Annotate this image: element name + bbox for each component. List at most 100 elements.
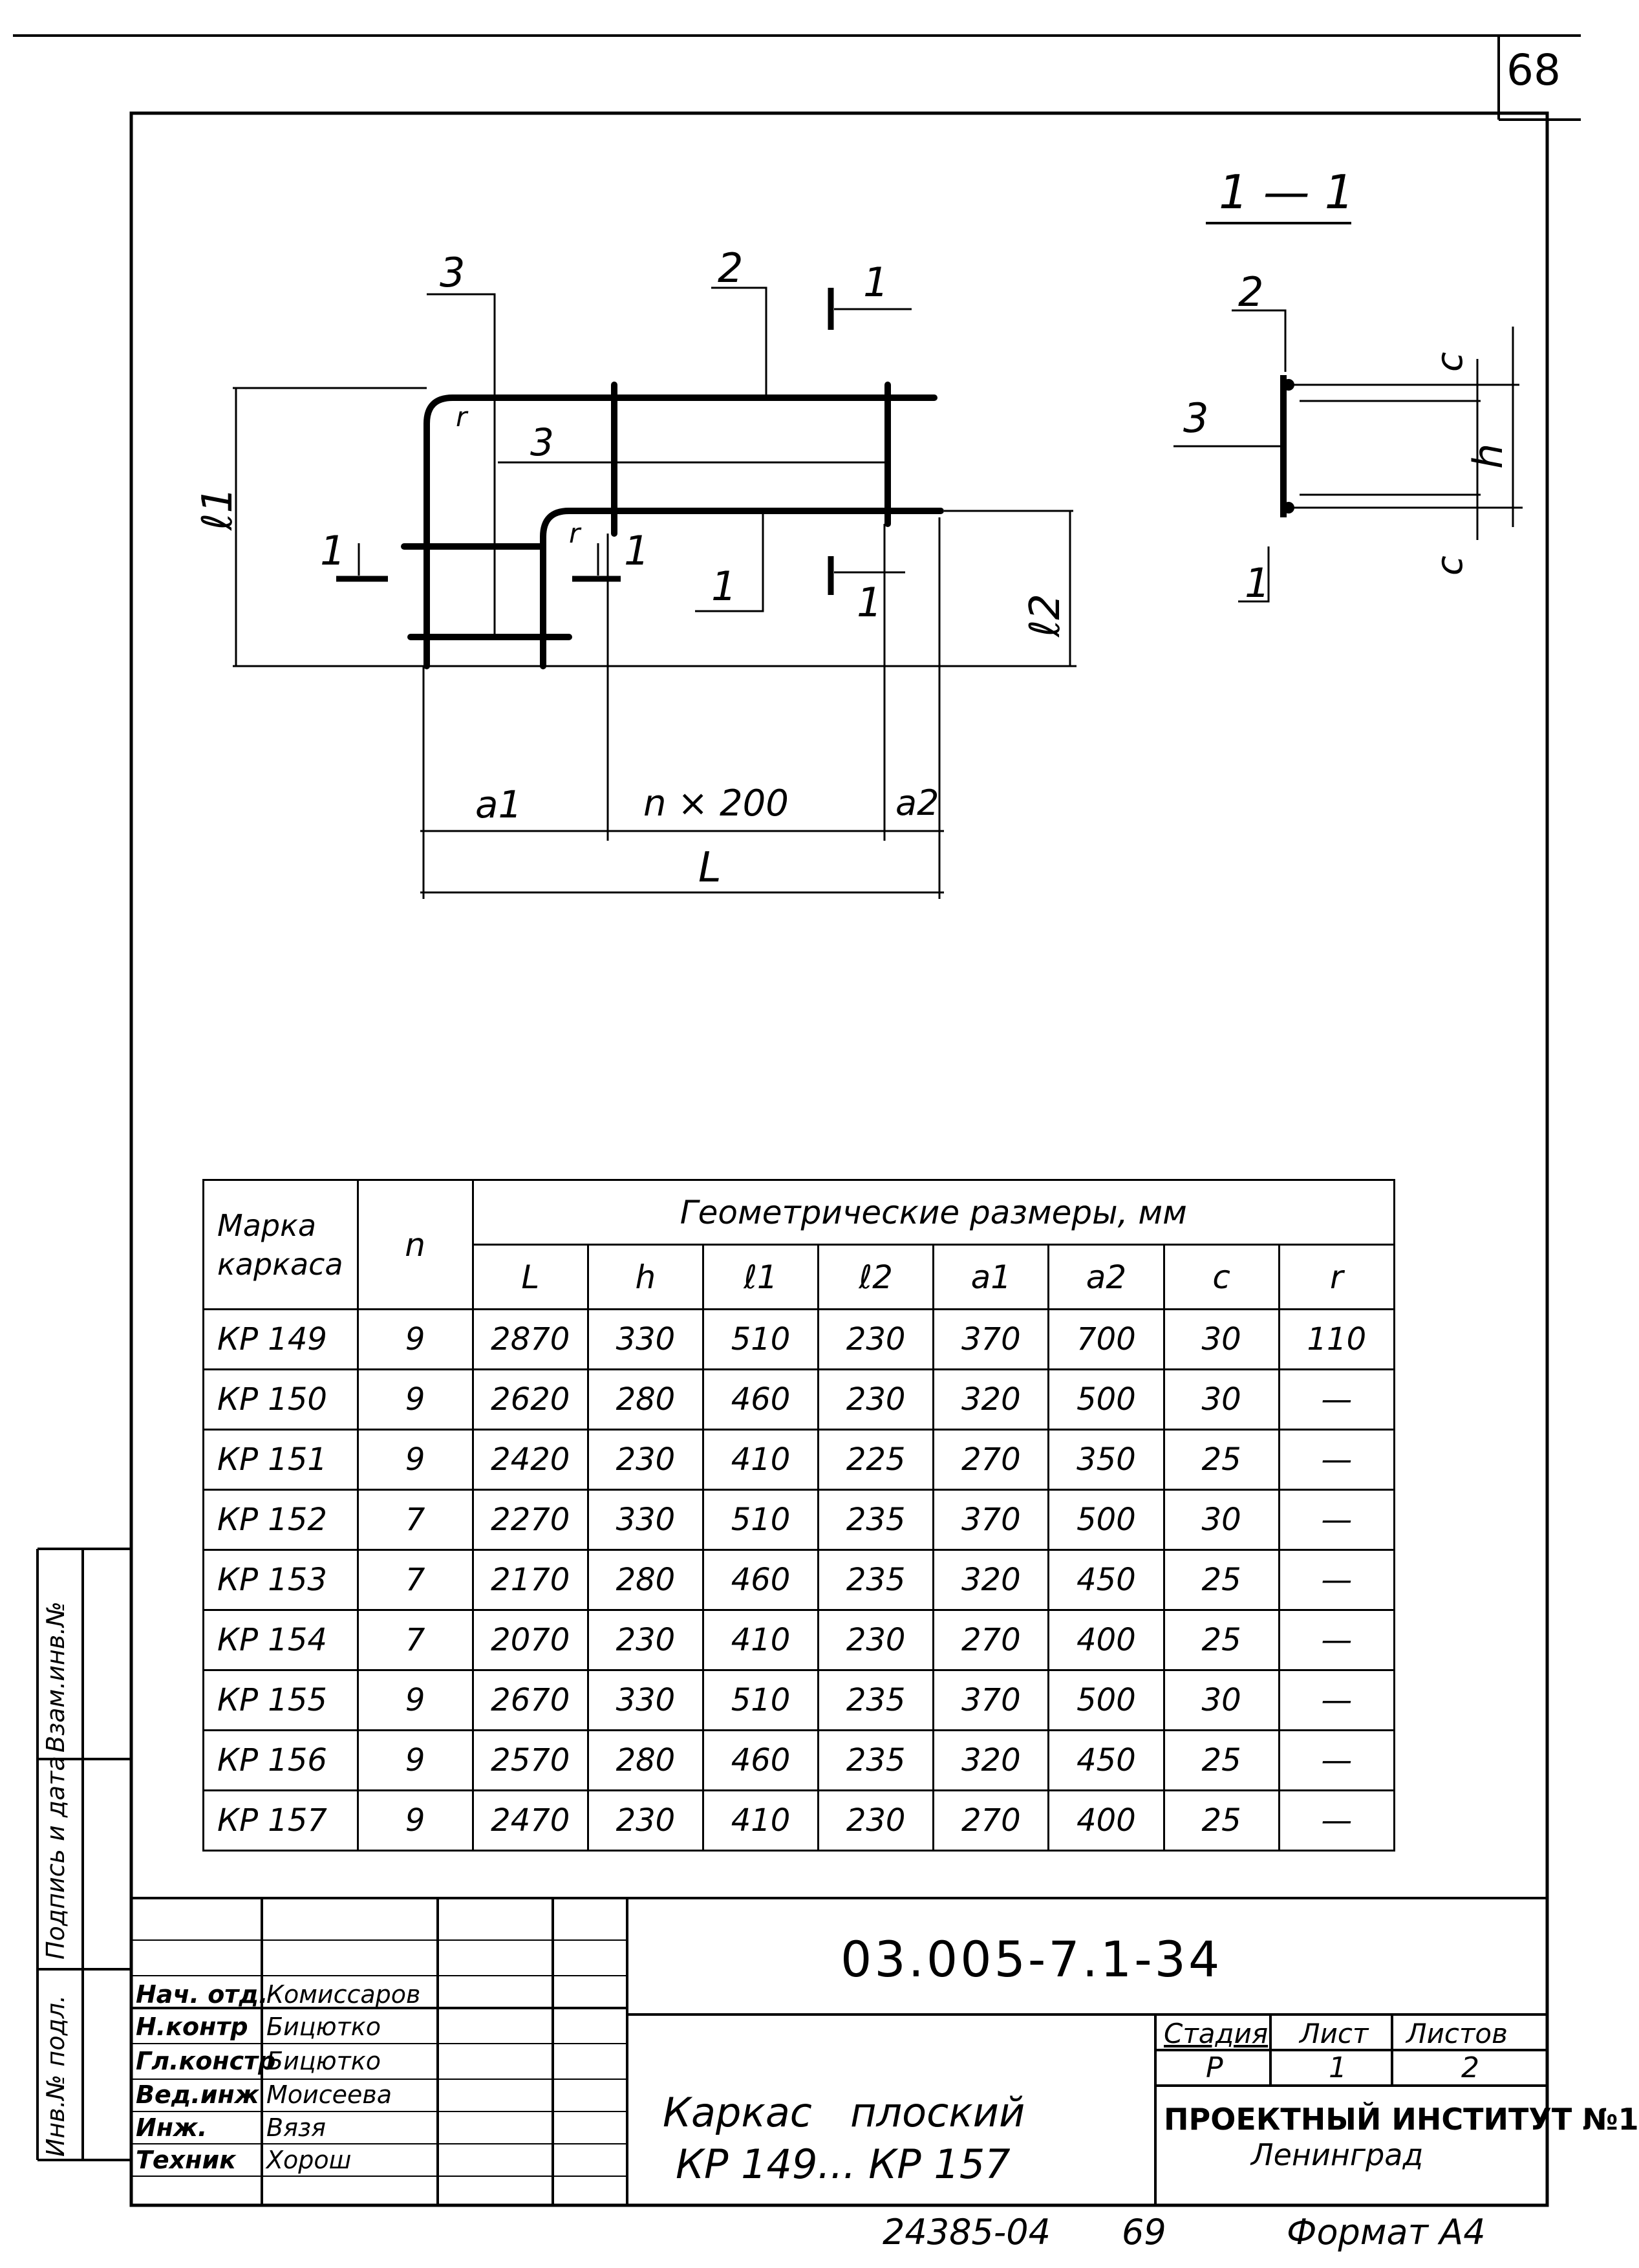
table-cell: 510 [702,1489,820,1551]
stage-value: Р [1206,2051,1223,2084]
signer-role: Нач. отд. [136,1980,268,2009]
row-mark: КР 151 [202,1429,359,1491]
table-cell: 230 [817,1308,935,1370]
callout-pos2-section: 2 [1238,268,1264,316]
table-cell: 25 [1162,1549,1280,1611]
table-cell: 2420 [471,1429,589,1491]
col-header: c [1162,1244,1280,1310]
col-header: h [586,1244,704,1310]
table-cell: 510 [702,1669,820,1731]
dim-n200: n × 200 [643,783,789,825]
table-cell: 280 [586,1729,704,1791]
signer-role: Вед.инж [136,2080,259,2109]
table-cell: 460 [702,1549,820,1611]
table-cell: 410 [702,1789,820,1852]
table-cell: 2270 [471,1489,589,1551]
signer-role: Техник [136,2146,236,2174]
table-cell: 500 [1047,1669,1165,1731]
table-cell: 230 [586,1789,704,1852]
row-mark: КР 149 [202,1308,359,1370]
section-mark-left: 1 [320,527,346,574]
sheet-number: 68 [1506,45,1561,95]
table-cell: 370 [932,1669,1050,1731]
table-cell: 280 [586,1368,704,1431]
dim-L: L [698,844,722,892]
side-label-vzam-inv: Взам.инв.№ [41,1601,70,1753]
table-cell: — [1278,1429,1396,1491]
table-cell: — [1278,1789,1396,1852]
side-label-inv-podl: Инв.№ подл. [41,1994,70,2157]
drawing-frame [13,34,1581,2207]
table-cell: 235 [817,1489,935,1551]
table-cell: 9 [356,1429,474,1491]
signer-name: Бицютко [266,2047,381,2075]
doc-code: 03.005-7.1-34 [841,1930,1223,1988]
table-cell: 2570 [471,1729,589,1791]
table-cell: 2470 [471,1789,589,1852]
row-mark: КР 157 [202,1789,359,1852]
signer-name: Хорош [266,2146,352,2174]
signer-name: Комиссаров [266,1980,421,2009]
title-line1: Каркас плоский [663,2089,1025,2136]
format-label: Формат А4 [1287,2212,1486,2252]
table-cell: 320 [932,1729,1050,1791]
section-mark-top: 1 [863,259,889,306]
dim-c-bottom: c [1429,556,1471,576]
section-mark-bottom: 1 [857,579,883,626]
radius-label-inner: r [569,517,581,549]
table-cell: 500 [1047,1489,1165,1551]
table-cell: 450 [1047,1549,1165,1611]
table-cell: 25 [1162,1729,1280,1791]
table-cell: 350 [1047,1429,1165,1491]
table-cell: 30 [1162,1368,1280,1431]
table-cell: 9 [356,1308,474,1370]
table-cell: 270 [932,1429,1050,1491]
table-cell: 330 [586,1669,704,1731]
table-cell: 330 [586,1489,704,1551]
dim-l2: ℓ2 [1022,593,1069,637]
org-line1: ПРОЕКТНЫЙ ИНСТИТУТ №1 [1164,2102,1639,2137]
table-cell: — [1278,1729,1396,1791]
signer-role: Гл.констр [136,2047,276,2075]
row-mark: КР 150 [202,1368,359,1431]
sheets-label: Листов [1406,2018,1508,2049]
dim-a2: a2 [895,783,939,823]
table-cell: 2070 [471,1609,589,1671]
table-cell: 30 [1162,1489,1280,1551]
table-cell: 25 [1162,1789,1280,1852]
signer-name: Вязя [266,2113,326,2142]
row-mark: КР 155 [202,1669,359,1731]
signer-role: Н.контр [136,2013,248,2041]
table-cell: — [1278,1669,1396,1731]
table-cell: — [1278,1489,1396,1551]
table-cell: 510 [702,1308,820,1370]
sheet-value: 1 [1329,2051,1347,2084]
table-cell: 400 [1047,1789,1165,1852]
table-cell: 9 [356,1669,474,1731]
section-mark-mid: 1 [624,527,650,574]
table-cell: 225 [817,1429,935,1491]
col-header: a2 [1047,1244,1165,1310]
table-cell: 230 [586,1429,704,1491]
table-cell: 460 [702,1729,820,1791]
table-cell: 9 [356,1729,474,1791]
row-mark: КР 154 [202,1609,359,1671]
table-cell: 235 [817,1729,935,1791]
table-cell: 7 [356,1549,474,1611]
table-cell: 30 [1162,1669,1280,1731]
radius-label-top: r [456,401,467,433]
table-cell: 270 [932,1789,1050,1852]
dim-l1: ℓ1 [194,486,242,530]
table-cell: 30 [1162,1308,1280,1370]
table-cell: — [1278,1609,1396,1671]
stage-label: Стадия [1164,2018,1269,2049]
row-mark: КР 156 [202,1729,359,1791]
col-header: ℓ1 [702,1244,820,1310]
table-cell: 370 [932,1489,1050,1551]
table-cell: — [1278,1368,1396,1431]
